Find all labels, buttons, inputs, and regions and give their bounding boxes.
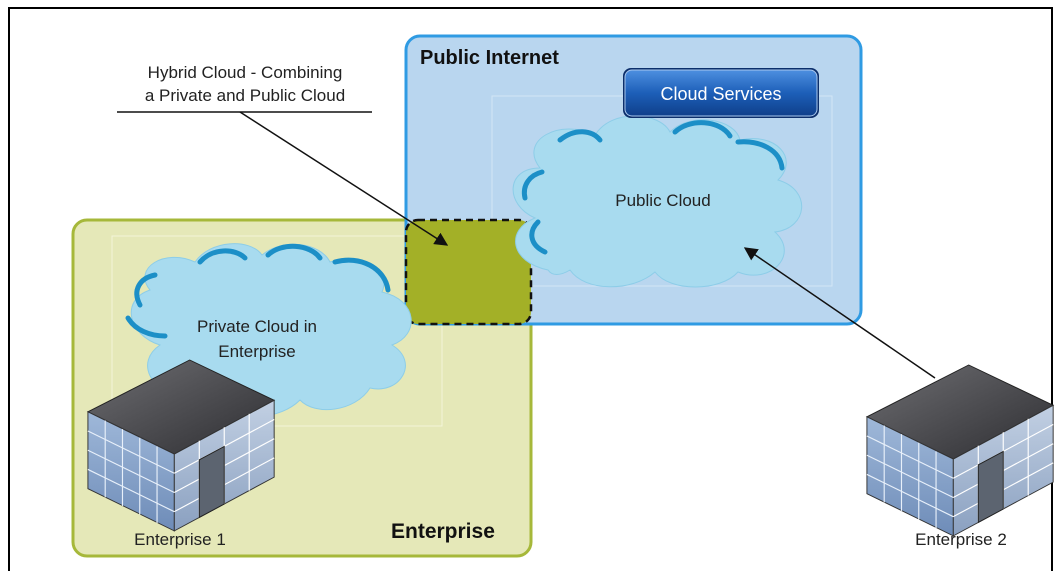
enterprise-1-label: Enterprise 1: [134, 530, 226, 549]
private-cloud-label-line1: Private Cloud in: [197, 317, 317, 336]
public-internet-title: Public Internet: [420, 47, 559, 69]
callout-line2: a Private and Public Cloud: [145, 86, 345, 105]
enterprise-2-label: Enterprise 2: [915, 530, 1007, 549]
hybrid-cloud-overlap: [404, 218, 533, 326]
enterprise2-arrow: [743, 247, 936, 379]
cloud-services-label: Cloud Services: [660, 84, 781, 104]
enterprise-inner-frame: [111, 235, 443, 427]
callout-arrow: [239, 111, 449, 246]
callout-line1: Hybrid Cloud - Combining: [148, 63, 343, 82]
enterprise-title: Enterprise: [391, 520, 495, 543]
private-cloud-label-line2: Enterprise: [218, 342, 295, 361]
cloud-services-button[interactable]: Cloud Services: [623, 68, 819, 118]
public-cloud-label: Public Cloud: [615, 191, 710, 210]
frame-border: [8, 7, 1053, 571]
enterprise-2-building-icon: [866, 364, 1054, 537]
public-cloud-shape: [512, 115, 803, 288]
